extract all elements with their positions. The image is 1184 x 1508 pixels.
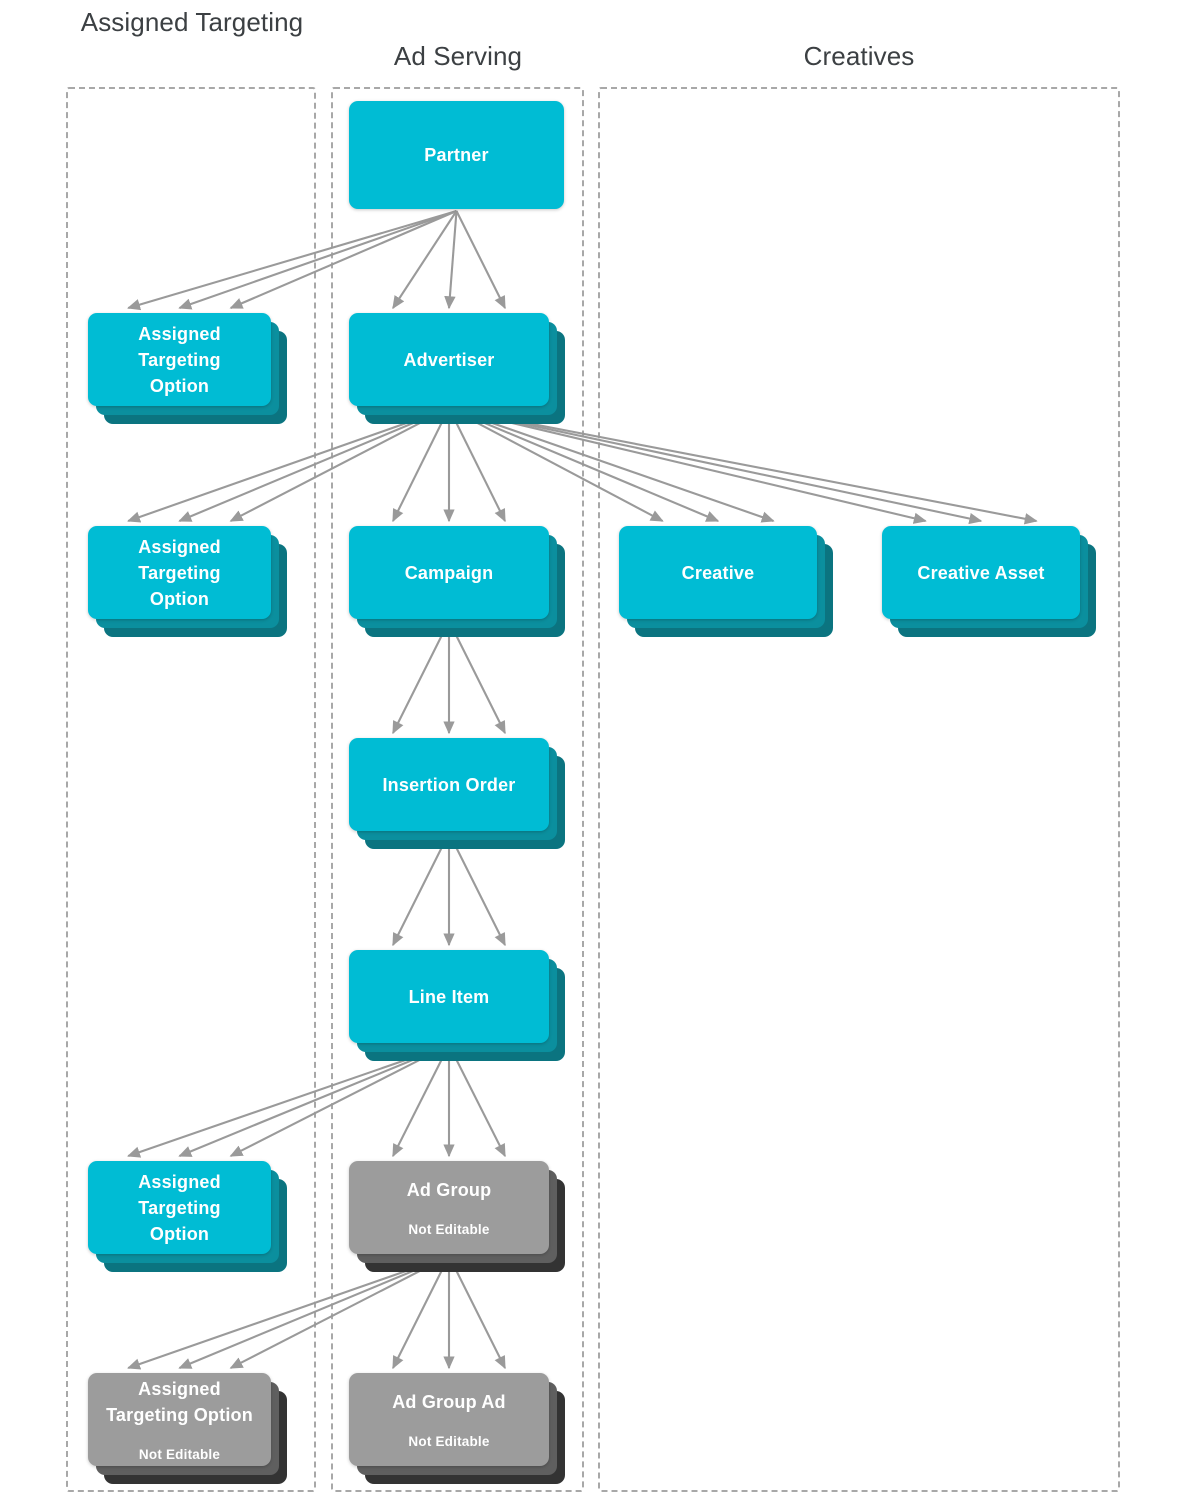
node-label: Ad Group bbox=[406, 1179, 492, 1200]
node-card-front[interactable]: Creative bbox=[619, 526, 817, 619]
node-card-front[interactable]: Line Item bbox=[349, 950, 549, 1043]
node-creative[interactable]: Creative bbox=[619, 526, 833, 637]
node-label: Ad Group Ad bbox=[392, 1391, 506, 1412]
node-line-item[interactable]: Line Item bbox=[349, 950, 565, 1061]
node-ato-partner[interactable]: Assigned Targeting Option bbox=[88, 313, 287, 424]
group-title-ad-serving: Ad Serving bbox=[393, 41, 523, 71]
node-sublabel-not-editable: Not Editable bbox=[408, 1221, 490, 1237]
node-label: Insertion Order bbox=[382, 774, 516, 795]
node-advertiser[interactable]: Advertiser bbox=[349, 313, 565, 424]
node-campaign[interactable]: Campaign bbox=[349, 526, 565, 637]
node-ato-lineitem[interactable]: Assigned Targeting Option bbox=[88, 1161, 287, 1272]
node-card-front[interactable]: Assigned Targeting Option bbox=[88, 1161, 271, 1254]
node-card-front[interactable]: Assigned Targeting Option bbox=[88, 526, 271, 619]
node-sublabel-not-editable: Not Editable bbox=[408, 1433, 490, 1449]
node-label: Creative bbox=[681, 562, 755, 583]
node-creative-asset[interactable]: Creative Asset bbox=[882, 526, 1096, 637]
group-title-assigned-targeting: Assigned Targeting bbox=[80, 7, 304, 37]
node-partner[interactable]: Partner bbox=[349, 101, 564, 209]
node-card-front[interactable]: Campaign bbox=[349, 526, 549, 619]
node-card-front[interactable]: Assigned Targeting Option bbox=[88, 313, 271, 406]
node-card-front[interactable]: Creative Asset bbox=[882, 526, 1080, 619]
group-title-creatives: Creatives bbox=[803, 41, 915, 71]
group-container-ad-serving bbox=[331, 87, 584, 1492]
group-container-creatives bbox=[598, 87, 1120, 1492]
group-container-assigned-targeting bbox=[66, 87, 316, 1492]
node-card-front[interactable]: Advertiser bbox=[349, 313, 549, 406]
node-label: Assigned Targeting Option bbox=[138, 536, 221, 609]
node-card-front[interactable]: Insertion Order bbox=[349, 738, 549, 831]
node-label: Assigned Targeting Option bbox=[138, 1171, 221, 1244]
node-insertion-order[interactable]: Insertion Order bbox=[349, 738, 565, 849]
node-label: Advertiser bbox=[403, 349, 495, 370]
node-sublabel-not-editable: Not Editable bbox=[138, 1446, 221, 1462]
node-label: Assigned Targeting Option bbox=[106, 1378, 253, 1425]
node-card-front[interactable]: Partner bbox=[349, 101, 564, 209]
node-label: Partner bbox=[424, 145, 489, 165]
node-label: Campaign bbox=[404, 562, 494, 583]
node-card-front[interactable]: Ad Group Ad Not Editable bbox=[349, 1373, 549, 1466]
node-ato-advertiser[interactable]: Assigned Targeting Option bbox=[88, 526, 287, 637]
node-label: Creative Asset bbox=[917, 562, 1045, 583]
node-ad-group-ad[interactable]: Ad Group Ad Not Editable bbox=[349, 1373, 565, 1484]
node-label: Line Item bbox=[408, 986, 490, 1007]
node-label: Assigned Targeting Option bbox=[138, 323, 221, 396]
